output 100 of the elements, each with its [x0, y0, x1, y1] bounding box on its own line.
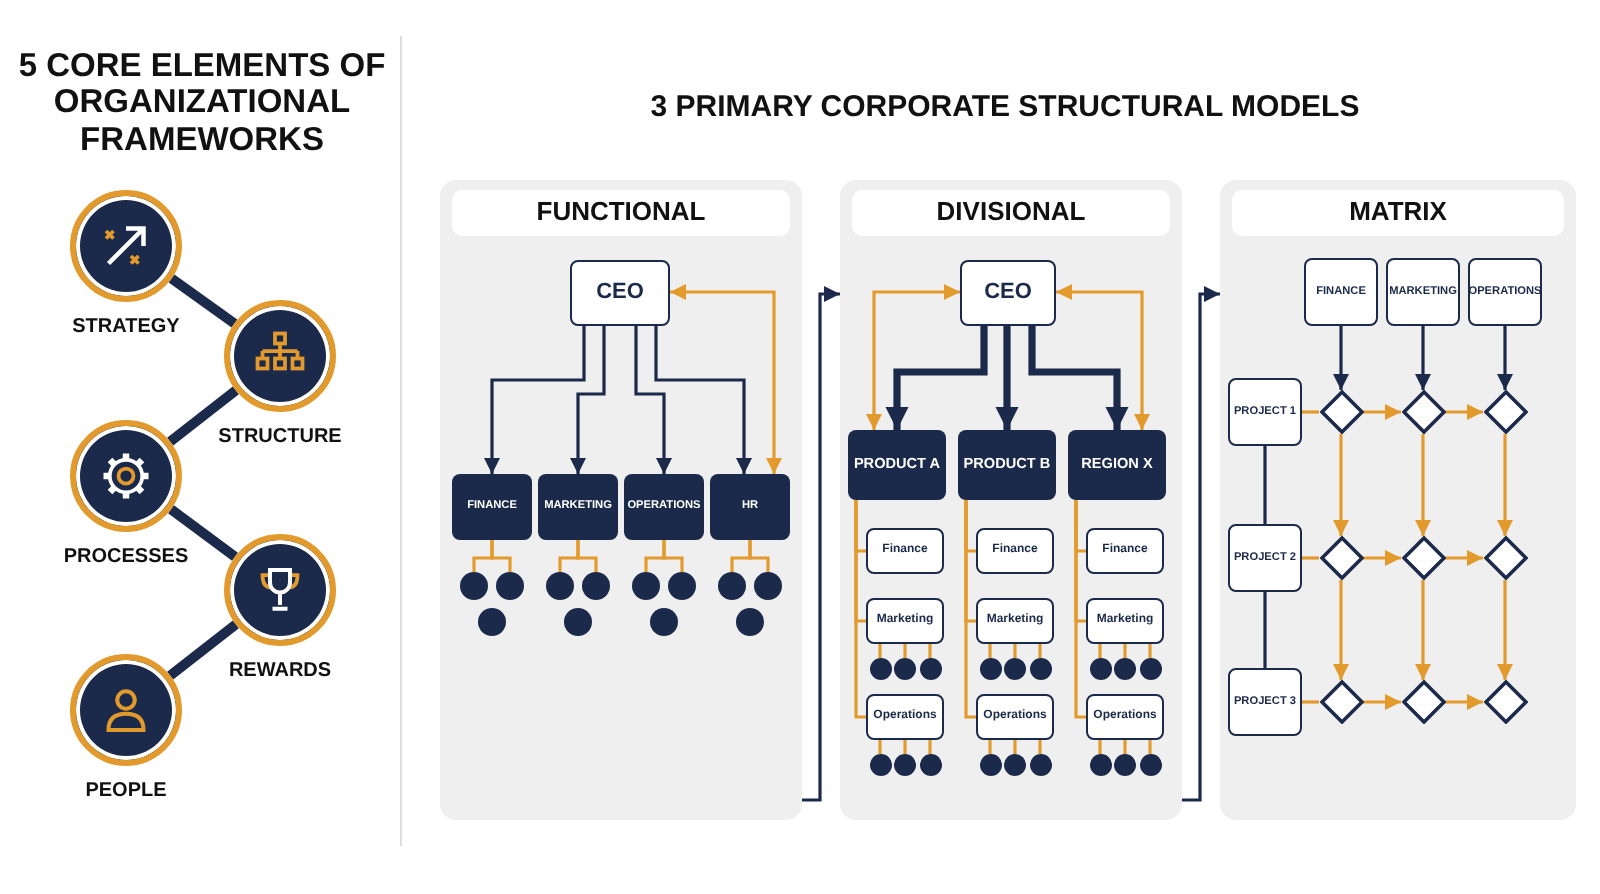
member-circle — [1139, 658, 1161, 680]
member-circle — [919, 754, 941, 776]
element-label: PEOPLE — [85, 780, 167, 802]
member-circle — [1029, 658, 1051, 680]
model-panel — [1220, 180, 1576, 820]
member-circle — [478, 608, 506, 636]
connector-line — [1302, 410, 1319, 414]
member-circle — [979, 754, 1001, 776]
executive-box: CEO — [570, 260, 670, 326]
main-heading: 5 CORE ELEMENTS OF ORGANIZATIONAL FRAMEWORKS — [16, 48, 388, 159]
connector-line — [928, 644, 932, 658]
element-label: PROCESSES — [63, 546, 189, 568]
connector-line — [988, 740, 992, 754]
model-panel — [840, 180, 1182, 820]
connector-line — [854, 500, 866, 719]
member-circle — [668, 572, 696, 600]
connector-line — [1074, 500, 1086, 719]
member-circle — [582, 572, 610, 600]
arrow — [1333, 580, 1349, 680]
arrow — [1415, 326, 1431, 390]
member-circle — [496, 572, 524, 600]
connector-line — [168, 274, 238, 328]
connector-line — [1013, 644, 1017, 658]
connector-line — [903, 644, 907, 658]
connector-line — [878, 740, 882, 754]
intersection-diamond — [1319, 536, 1363, 580]
arrow — [670, 284, 782, 474]
member-circle — [1114, 754, 1136, 776]
arrow — [1363, 404, 1401, 420]
element-label: STRUCTURE — [218, 426, 342, 448]
connector-line — [1263, 446, 1267, 524]
intersection-diamond — [1483, 390, 1527, 434]
connector-line — [928, 740, 932, 754]
member-circle — [460, 572, 488, 600]
arrow — [1182, 286, 1220, 802]
connector-line — [964, 500, 976, 719]
intersection-diamond — [1401, 536, 1445, 580]
connector-line — [1263, 592, 1267, 668]
member-circle — [919, 658, 941, 680]
connector-line — [1148, 644, 1152, 658]
arrow — [885, 326, 988, 430]
connector-line — [1302, 700, 1319, 704]
intersection-diamond — [1319, 390, 1363, 434]
connector-line — [1038, 644, 1042, 658]
section-heading: 3 PRIMARY CORPORATE STRUCTURAL MODELS — [648, 90, 1362, 124]
connector-line — [1123, 644, 1127, 658]
member-circle — [1114, 658, 1136, 680]
connector-line — [1013, 740, 1017, 754]
connector-line — [576, 540, 598, 572]
member-circle — [869, 754, 891, 776]
member-circle — [564, 608, 592, 636]
member-circle — [1004, 754, 1026, 776]
intersection-diamond — [1401, 680, 1445, 724]
member-circle — [736, 608, 764, 636]
member-circle — [1139, 754, 1161, 776]
arrow — [1415, 434, 1431, 536]
member-circle — [718, 572, 746, 600]
member-circle — [979, 658, 1001, 680]
connector-line — [1302, 556, 1319, 560]
arrow — [1497, 434, 1513, 536]
connector-line — [878, 644, 882, 658]
arrow — [1497, 580, 1513, 680]
connector-line — [490, 540, 512, 572]
member-circle — [894, 658, 916, 680]
connector-line — [1123, 740, 1127, 754]
member-circle — [1089, 754, 1111, 776]
connector-line — [662, 540, 684, 572]
arrow — [570, 326, 606, 474]
executive-box: CEO — [960, 260, 1056, 326]
member-circle — [1089, 658, 1111, 680]
connector-line — [168, 505, 238, 561]
member-circle — [632, 572, 660, 600]
arrow — [1363, 694, 1401, 710]
member-circle — [754, 572, 782, 600]
panel-header: MATRIX — [1232, 190, 1564, 236]
model-panel — [440, 180, 802, 820]
intersection-diamond — [1319, 680, 1363, 724]
arrow — [484, 326, 586, 474]
connector-line — [1098, 740, 1102, 754]
arrow — [1056, 284, 1150, 430]
panel-header: FUNCTIONAL — [452, 190, 790, 236]
arrow — [654, 326, 752, 474]
arrow — [1445, 404, 1483, 420]
element-label: REWARDS — [228, 660, 332, 682]
arrow — [1497, 326, 1513, 390]
member-circle — [650, 608, 678, 636]
arrow — [1445, 550, 1483, 566]
arrow — [634, 326, 672, 474]
arrow — [1333, 326, 1349, 390]
arrow — [1028, 326, 1129, 430]
connector-line — [1038, 740, 1042, 754]
arrow — [1363, 550, 1401, 566]
connector-line — [903, 740, 907, 754]
member-circle — [1004, 658, 1026, 680]
panel-header: DIVISIONAL — [852, 190, 1170, 236]
arrow — [1333, 434, 1349, 536]
member-circle — [894, 754, 916, 776]
member-circle — [869, 658, 891, 680]
arrow — [995, 326, 1019, 430]
connector-line — [167, 386, 239, 446]
